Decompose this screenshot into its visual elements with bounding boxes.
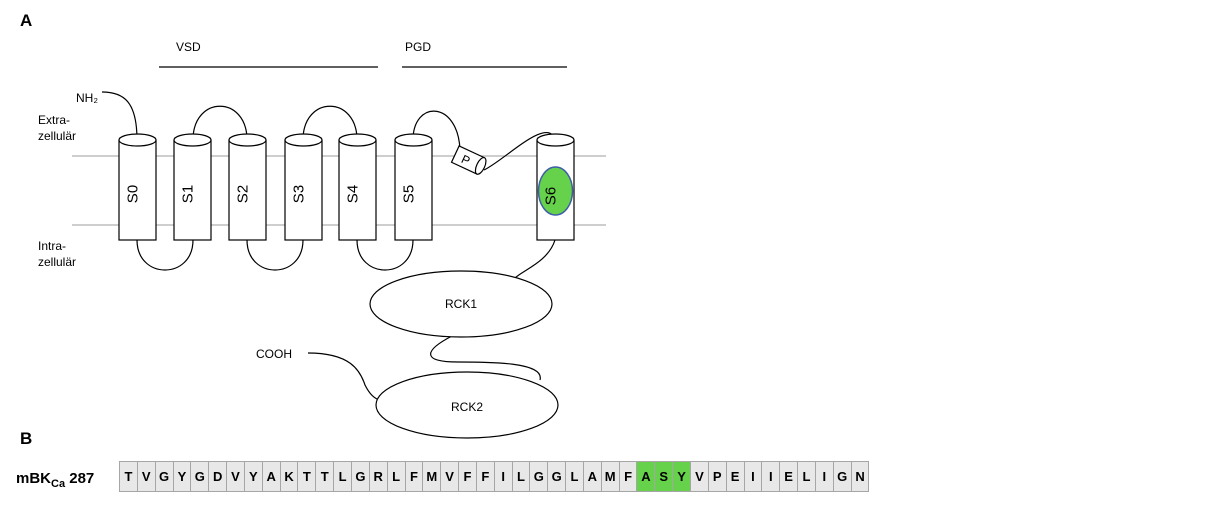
residue-cell: K: [279, 461, 299, 492]
segment-loops: [136, 105, 556, 401]
residue-cell: Y: [243, 461, 263, 492]
residue-cell: G: [190, 461, 210, 492]
s3-label: S3: [291, 185, 308, 203]
panel-a-label: A: [20, 11, 32, 30]
residue-cell: L: [797, 461, 816, 492]
s5-label: S5: [401, 185, 418, 203]
residue-cell: E: [779, 461, 799, 492]
residue-cell: I: [743, 461, 763, 492]
residue-cell: G: [547, 461, 567, 492]
s2-label: S2: [235, 185, 252, 203]
s4-label: S4: [345, 185, 362, 203]
segment-s2: S2: [228, 133, 267, 241]
residue-cell: I: [814, 461, 834, 492]
residue-cell: F: [618, 461, 638, 492]
residue-cell: V: [690, 461, 709, 492]
rck2-label: RCK2: [451, 400, 483, 414]
residue-cell: F: [475, 461, 495, 492]
residue-cell: L: [333, 461, 352, 492]
segment-s5: S5: [394, 133, 433, 241]
intracellular-label-1: Intra-: [38, 239, 66, 253]
intracellular-label-2: zellulär: [38, 255, 76, 269]
segment-s6: S6: [536, 133, 575, 241]
residue-cell: G: [529, 461, 549, 492]
residue-cell: Y: [172, 461, 192, 492]
residue-cell: L: [386, 461, 406, 492]
rck1-label: RCK1: [445, 297, 477, 311]
rck1-domain: RCK1: [369, 270, 553, 338]
residue-cell: I: [493, 461, 513, 492]
residue-cell: I: [761, 461, 781, 492]
residue-cell: T: [119, 461, 138, 492]
s1-label: S1: [180, 185, 197, 203]
residue-cell: A: [636, 461, 656, 492]
segment-s0: S0: [118, 133, 157, 241]
residue-cell: P: [707, 461, 727, 492]
pore-helix-p: P: [450, 145, 487, 175]
extracellular-label-2: zellulär: [38, 129, 76, 143]
residue-cell: R: [368, 461, 388, 492]
residue-cell: A: [261, 461, 281, 492]
c-terminus-label: COOH: [256, 347, 292, 361]
residue-cell: S: [654, 461, 674, 492]
residue-cell: G: [832, 461, 852, 492]
residue-cell: E: [725, 461, 745, 492]
residue-cell: T: [315, 461, 335, 492]
residue-cell: N: [850, 461, 870, 492]
panel-b-label: B: [20, 429, 32, 448]
s6-label: S6: [543, 187, 560, 205]
residue-cell: L: [565, 461, 584, 492]
s6-highlight: [537, 166, 574, 216]
residue-cell: G: [350, 461, 370, 492]
residue-cell: V: [226, 461, 245, 492]
n-terminus-tail: [101, 91, 138, 141]
residue-cell: A: [582, 461, 602, 492]
sequence-label: mBKCa 287: [16, 470, 95, 490]
pgd-label: PGD: [405, 40, 431, 54]
s0-label: S0: [125, 185, 142, 203]
residue-cell: V: [136, 461, 156, 492]
residue-cell: F: [404, 461, 424, 492]
extracellular-label-1: Extra-: [38, 113, 70, 127]
rck2-domain: RCK2: [375, 371, 559, 439]
segment-s4: S4: [338, 133, 377, 241]
residue-cell: L: [511, 461, 531, 492]
residue-cell: M: [422, 461, 442, 492]
n-terminus-label: NH₂: [76, 91, 98, 105]
segment-s3: S3: [284, 133, 323, 241]
residue-cell: T: [297, 461, 317, 492]
segment-s1: S1: [173, 133, 212, 241]
residue-cell: F: [458, 461, 477, 492]
vsd-label: VSD: [176, 40, 201, 54]
residue-cell: G: [154, 461, 174, 492]
residue-cell: M: [600, 461, 620, 492]
residue-cell: V: [440, 461, 460, 492]
residue-cell: Y: [672, 461, 691, 492]
ion-channel-topology-diagram: A B VSD PGD Extra- zellulär Intra- zellu…: [20, 11, 606, 448]
residue-cell: D: [208, 461, 228, 492]
